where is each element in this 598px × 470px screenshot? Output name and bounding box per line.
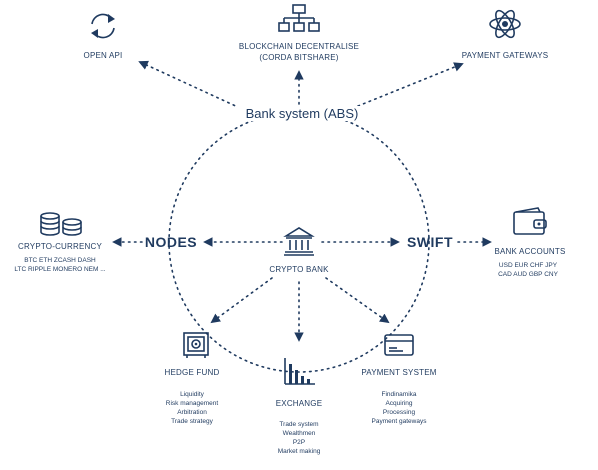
exchange-item: Wealthmen xyxy=(282,430,316,437)
exchange-item: Market making xyxy=(277,448,321,455)
safe-icon xyxy=(183,332,209,358)
network-icon xyxy=(278,4,320,32)
arrow-to-payment-system xyxy=(325,277,390,324)
payment-system-item: Processing xyxy=(382,409,416,416)
payment-system-title: PAYMENT SYSTEM xyxy=(361,368,437,377)
arrow-to-open-api xyxy=(138,60,241,109)
exchange-item: P2P xyxy=(292,439,306,446)
bar-chart-icon xyxy=(284,358,315,385)
exchange-item: Trade system xyxy=(279,421,319,428)
swift-label: SWIFT xyxy=(406,234,454,250)
hedge-fund-item: Risk management xyxy=(165,400,219,407)
blockchain-title: BLOCKCHAIN DECENTRALISE xyxy=(238,42,360,51)
wallet-icon xyxy=(513,207,547,235)
bank-icon xyxy=(283,227,315,256)
crypto-currency-line1: BTC ETH ZCASH DASH xyxy=(24,257,96,264)
hedge-fund-item: Liquidity xyxy=(180,391,204,398)
hedge-fund-item: Trade strategy xyxy=(171,418,213,425)
crypto-currency-line2: LTC RIPPLE MONERO NEM ... xyxy=(14,266,106,273)
payment-gateways-title: PAYMENT GATEWAYS xyxy=(461,51,549,60)
arrow-to-hedge-fund xyxy=(210,277,273,324)
nodes-label: NODES xyxy=(144,234,198,250)
crypto-bank-title: CRYPTO BANK xyxy=(269,265,329,274)
bank-accounts-line2: CAD AUD GBP CNY xyxy=(498,271,558,278)
crypto-currency-title: CRYPTO-CURRENCY xyxy=(17,242,103,251)
card-icon xyxy=(384,334,414,356)
payment-system-item: Findinamika xyxy=(381,391,417,398)
arrow-to-payment-gateways xyxy=(357,62,464,107)
bank-accounts-title: BANK ACCOUNTS xyxy=(494,247,566,256)
blockchain-subtitle: (CORDA BITSHARE) xyxy=(259,53,339,62)
sync-icon xyxy=(91,13,115,39)
hedge-fund-title: HEDGE FUND xyxy=(164,368,220,377)
payment-system-item: Payment gateways xyxy=(371,418,427,425)
atom-icon xyxy=(489,9,521,39)
exchange-title: EXCHANGE xyxy=(275,399,323,408)
bank-accounts-line1: USD EUR CHF JPY xyxy=(498,262,558,269)
open-api-title: OPEN API xyxy=(83,51,123,60)
bank-system-label: Bank system (ABS) xyxy=(236,106,368,121)
hedge-fund-item: Arbitration xyxy=(177,409,207,416)
coins-icon xyxy=(40,212,82,236)
payment-system-item: Acquiring xyxy=(385,400,413,407)
